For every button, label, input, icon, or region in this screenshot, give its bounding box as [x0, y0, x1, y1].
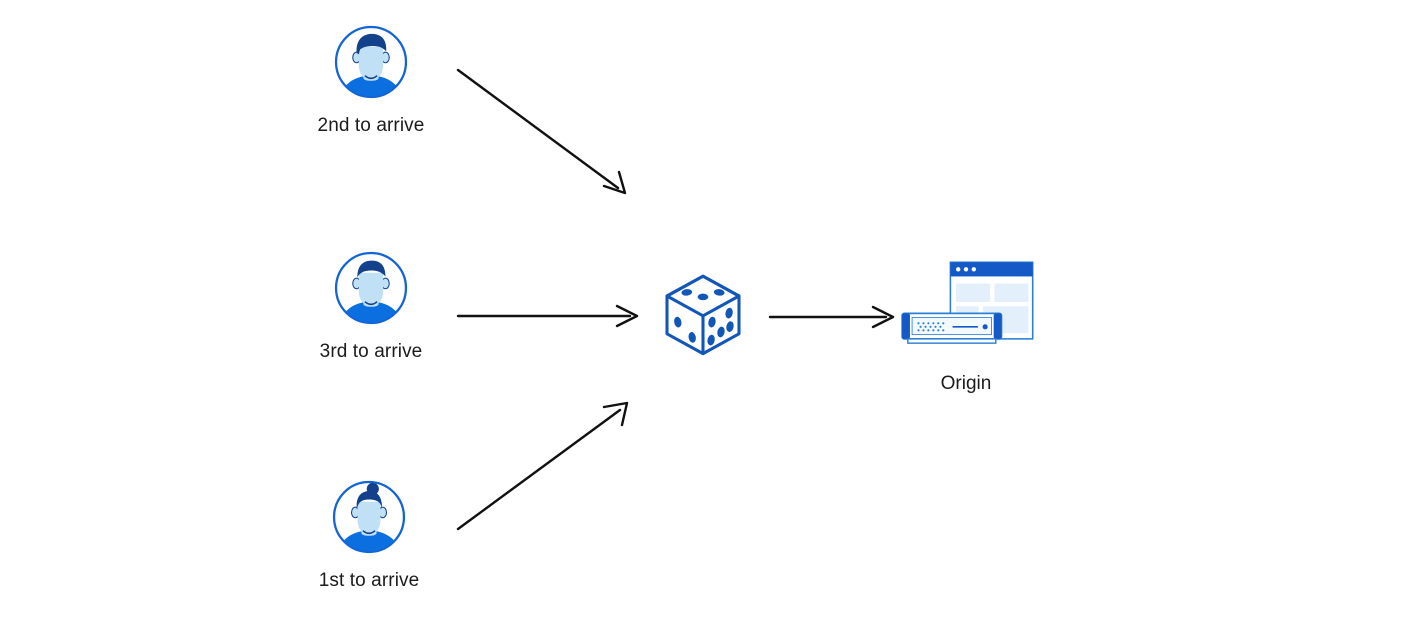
client-label-1st: 1st to arrive [318, 570, 420, 591]
dice-left-pips [674, 316, 696, 343]
dice-icon [665, 274, 741, 356]
client-node-2nd[interactable]: 2nd to arrive [306, 24, 436, 138]
origin-label: Origin [940, 373, 992, 394]
user-avatar-icon [334, 251, 408, 325]
origin-server-icon [901, 261, 1034, 344]
client-node-1st[interactable]: 1st to arrive [304, 479, 434, 593]
user-avatar-icon [332, 480, 406, 554]
server-vent-dots [917, 322, 945, 332]
user-avatar-icon [334, 25, 408, 99]
server-appliance-icon [901, 312, 1003, 344]
client-label-2nd: 2nd to arrive [317, 115, 425, 136]
origin-node[interactable]: Origin [876, 258, 1056, 395]
arrow-1st-to-dice [456, 401, 629, 531]
arrow-3rd-to-dice [456, 304, 639, 328]
dice-right-pips [707, 307, 734, 346]
randomizer-node[interactable] [658, 269, 748, 359]
arrow-dice-to-origin [768, 305, 895, 329]
client-node-3rd[interactable]: 3rd to arrive [306, 250, 436, 364]
arrow-2nd-to-dice [456, 68, 627, 195]
client-label-3rd: 3rd to arrive [319, 341, 423, 362]
dice-top-pips [681, 289, 725, 301]
